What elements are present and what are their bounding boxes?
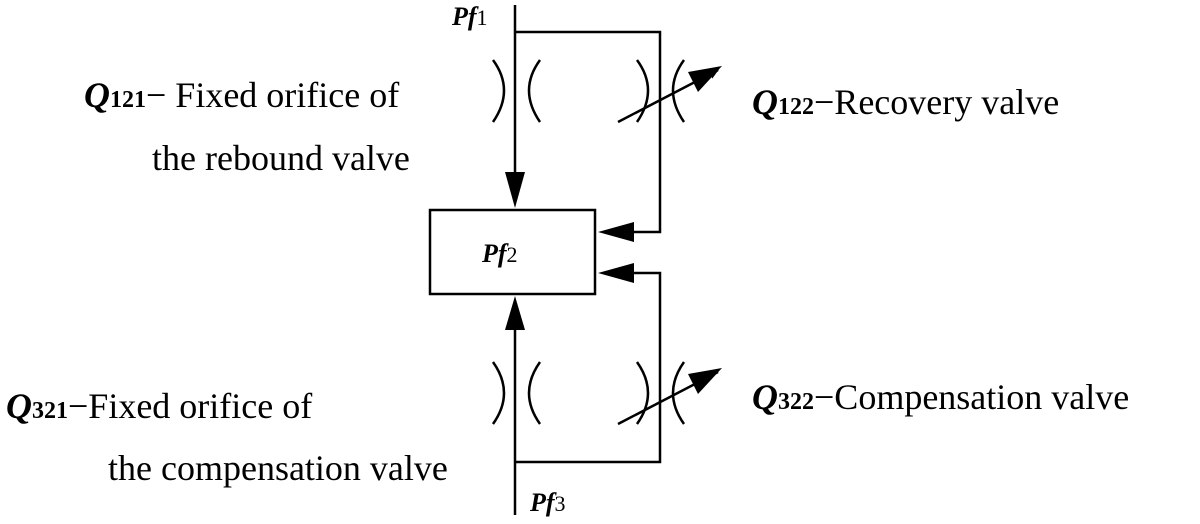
label-q322-subscript: 322 — [778, 389, 814, 415]
valve-q122-adjust-arrowhead — [688, 66, 722, 92]
label-q321-text-line2: the compensation valve — [108, 448, 448, 488]
node-pf2-label: Pf2 — [482, 241, 518, 267]
node-pf1-symbol: Pf — [452, 2, 477, 31]
label-q121-text-line2: the rebound valve — [152, 138, 410, 178]
label-q122-symbol: Q — [752, 82, 778, 122]
label-q321-subscript: 321 — [32, 398, 68, 424]
label-q321-text-line1: −Fixed orifice of — [68, 386, 313, 426]
label-q121-symbol: Q — [84, 75, 110, 115]
valve-q322-adjust-arrowhead — [688, 368, 722, 394]
upper-bypass-arrowhead — [598, 222, 634, 242]
node-pf1-label: Pf1 — [452, 4, 488, 30]
orifice-q121-right-arc — [527, 59, 542, 123]
node-pf3-symbol: Pf — [530, 488, 555, 517]
node-pf3-subscript: 3 — [554, 491, 566, 516]
upper-flow-arrowhead — [505, 172, 525, 208]
node-pf1-subscript: 1 — [476, 5, 488, 30]
valve-q122-right-arc — [671, 59, 686, 123]
pf2-box — [428, 208, 597, 296]
label-q121-subscript: 121 — [110, 87, 146, 113]
node-pf2-symbol: Pf — [482, 239, 507, 268]
valve-q322-right-arc — [671, 361, 686, 425]
valve-q322-left-arc — [635, 361, 650, 425]
orifice-q321-right-arc — [527, 361, 542, 425]
upper-bypass-line — [515, 30, 662, 234]
label-q122-subscript: 122 — [778, 94, 814, 120]
node-pf2-subscript: 2 — [506, 242, 518, 267]
lower-bypass-line — [515, 271, 662, 464]
label-q321-symbol: Q — [6, 386, 32, 426]
lower-flow-arrowhead — [505, 296, 525, 330]
node-pf3-label: Pf3 — [530, 490, 566, 516]
orifice-q121-left-arc — [491, 59, 506, 123]
label-q121-line1: Q121− Fixed orifice of — [84, 77, 399, 113]
label-q322: Q322−Compensation valve — [752, 379, 1129, 415]
label-q122-text: −Recovery valve — [814, 82, 1060, 122]
valve-q122-left-arc — [635, 59, 650, 123]
label-q121-text-line1: − Fixed orifice of — [146, 75, 400, 115]
label-q122: Q122−Recovery valve — [752, 84, 1059, 120]
orifice-q321-left-arc — [491, 361, 506, 425]
lower-bypass-arrowhead — [598, 263, 634, 283]
label-q322-symbol: Q — [752, 377, 778, 417]
label-q321-line1: Q321−Fixed orifice of — [6, 388, 312, 424]
label-q322-text: −Compensation valve — [814, 377, 1130, 417]
